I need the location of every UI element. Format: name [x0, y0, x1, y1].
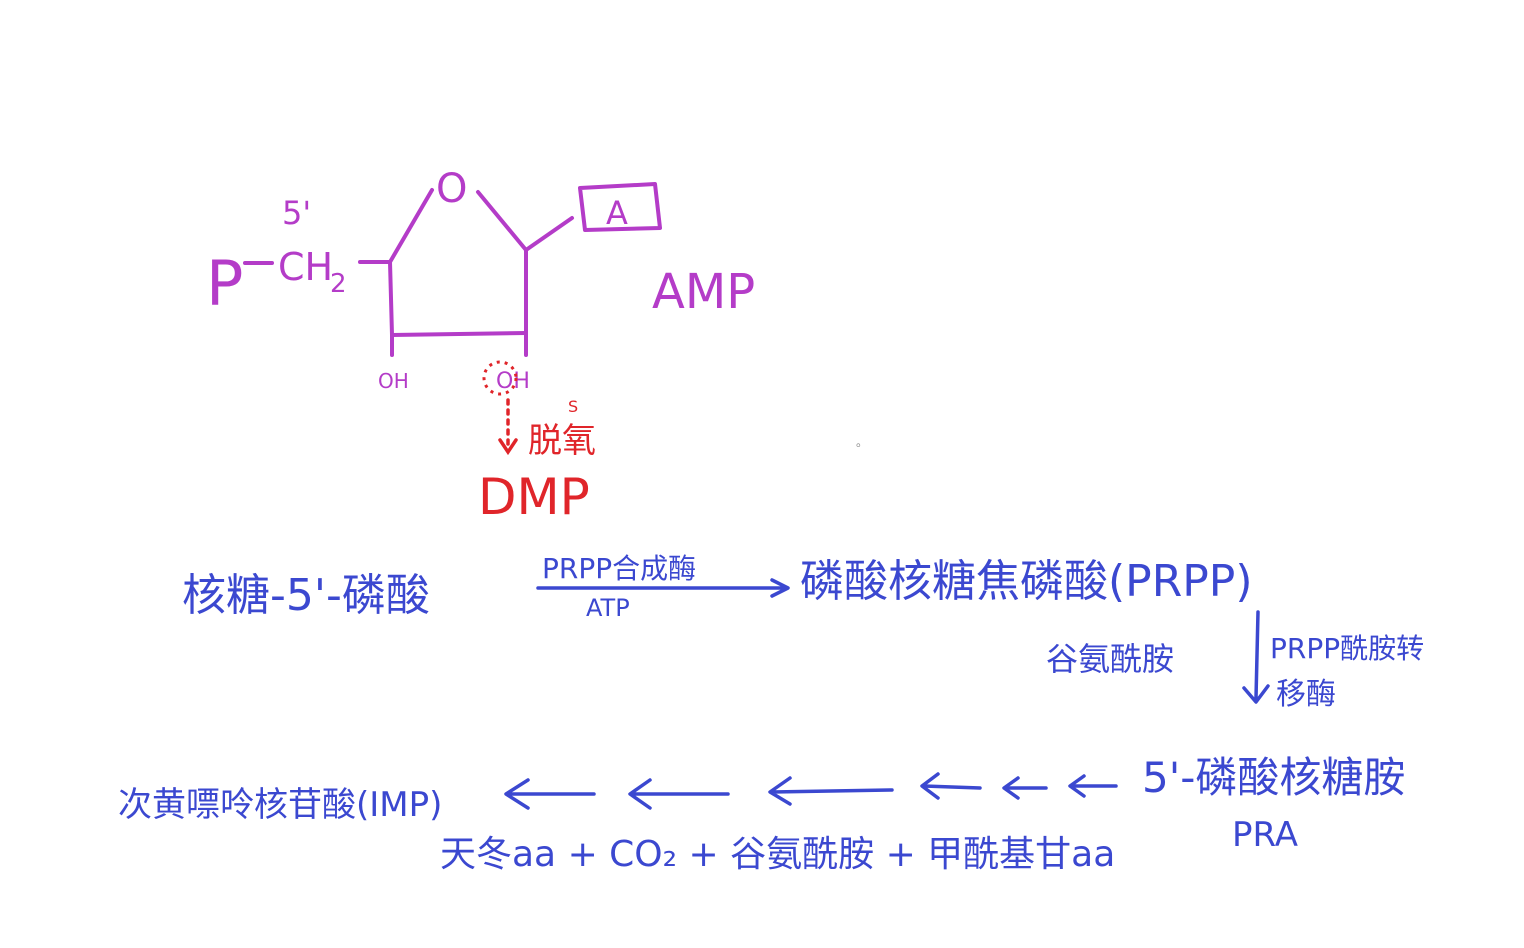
oh-right-label: OH	[496, 369, 530, 394]
oh-highlight-circle	[482, 360, 518, 396]
base-label: A	[606, 194, 628, 232]
chain-arrow-6	[504, 778, 596, 810]
ring-oxygen-label: O	[436, 166, 467, 212]
step1-substrate: 核糖-5'-磷酸	[182, 570, 430, 621]
base-bond	[524, 216, 574, 252]
deoxy-superscript: S	[568, 397, 578, 416]
step2-arrow	[1242, 610, 1270, 704]
step1-product: 磷酸核糖焦磷酸(PRPP)	[800, 556, 1253, 607]
step1-cofactor: ATP	[586, 594, 630, 622]
dmp-label: DMP	[478, 468, 590, 526]
phosphate-label: P	[206, 247, 243, 320]
ring-bond-right-top	[476, 190, 528, 252]
amp-label: AMP	[652, 264, 755, 320]
chain-arrow-1	[1068, 774, 1118, 798]
step1-arrow	[536, 578, 790, 598]
stray-dot: 。	[856, 435, 868, 449]
five-prime-label: 5'	[282, 194, 311, 232]
step1-enzyme: PRPP合成酶	[542, 552, 696, 585]
deoxy-label: 脱氧	[528, 421, 596, 461]
oh-left-label: OH	[378, 369, 409, 393]
chain-arrow-3	[920, 772, 982, 800]
ring-bond-left	[388, 260, 394, 337]
final-product: 次黄嘌呤核苷酸(IMP)	[118, 785, 442, 825]
chain-arrow-2	[1002, 776, 1048, 800]
ring-bond-bottom	[390, 331, 528, 337]
ch2-subscript: 2	[330, 269, 347, 299]
step3-abbr: PRA	[1232, 815, 1298, 855]
ring-bond-left-top	[388, 188, 434, 264]
chain-arrow-4	[768, 776, 894, 806]
deoxy-annotation: 脱氧 S DMP	[478, 360, 596, 526]
final-contributors: 天冬aa + CO₂ + 谷氨酰胺 + 甲酰基甘aa	[440, 834, 1115, 875]
pathway: 核糖-5'-磷酸 PRPP合成酶 ATP 磷酸核糖焦磷酸(PRPP) 谷氨酰胺 …	[118, 552, 1424, 875]
amp-structure: P CH 2 5' O A OH OH AMP	[206, 166, 755, 394]
base-box	[578, 182, 662, 232]
step3-product: 5'-磷酸核糖胺	[1142, 753, 1405, 802]
step2-enzyme-line2: 移酶	[1276, 677, 1336, 712]
deoxy-arrow-head	[498, 438, 518, 456]
ch2-label: CH	[278, 245, 333, 289]
chain-arrow-5	[628, 778, 730, 810]
step2-enzyme-line1: PRPP酰胺转	[1270, 632, 1424, 665]
step2-cosubstrate: 谷氨酰胺	[1046, 640, 1174, 678]
